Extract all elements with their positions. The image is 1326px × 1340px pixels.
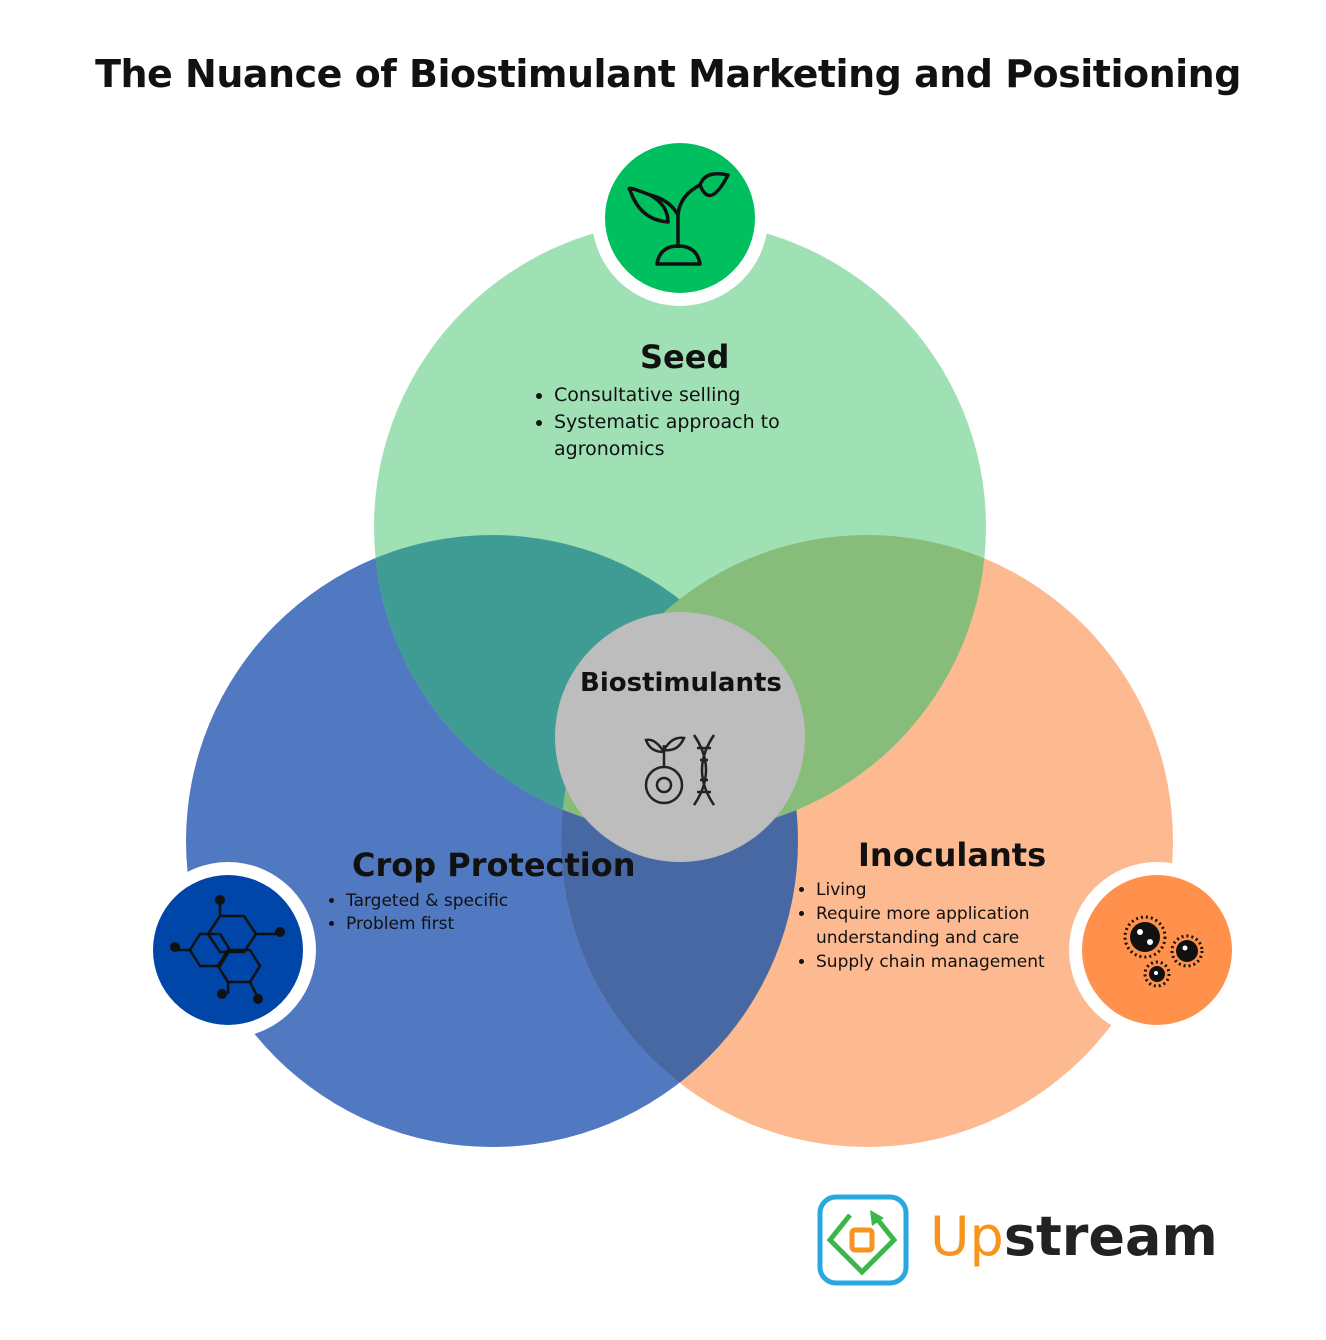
page-title: The Nuance of Biostimulant Marketing and… — [95, 52, 1241, 96]
seed-label: Seed — [640, 338, 730, 376]
crop-protection-point: Targeted & specific — [346, 890, 566, 913]
crop-protection-label: Crop Protection — [352, 846, 636, 884]
inoculants-point: Supply chain management — [816, 950, 1056, 974]
seed-point: Systematic approach to agronomics — [554, 409, 804, 463]
seed-points: Consultative selling Systematic approach… — [534, 382, 804, 463]
molecule-icon — [140, 862, 316, 1038]
logo-up: Up — [930, 1205, 1004, 1268]
inoculants-point: Require more application understanding a… — [816, 902, 1056, 950]
crop-protection-point: Problem first — [346, 913, 566, 936]
plant-dna-icon — [644, 734, 716, 806]
crop-protection-points: Targeted & specific Problem first — [326, 890, 566, 936]
seed-point: Consultative selling — [554, 382, 804, 409]
biostimulants-label: Biostimulants — [580, 668, 782, 698]
upstream-logo-icon — [817, 1194, 909, 1286]
upstream-logo: Upstream — [930, 1205, 1218, 1268]
inoculants-label: Inoculants — [858, 836, 1047, 874]
inoculants-points: Living Require more application understa… — [796, 878, 1056, 974]
sprout-icon — [592, 130, 768, 306]
inoculants-point: Living — [816, 878, 1056, 902]
logo-stream: stream — [1003, 1205, 1218, 1268]
microbe-icon — [1069, 862, 1245, 1038]
